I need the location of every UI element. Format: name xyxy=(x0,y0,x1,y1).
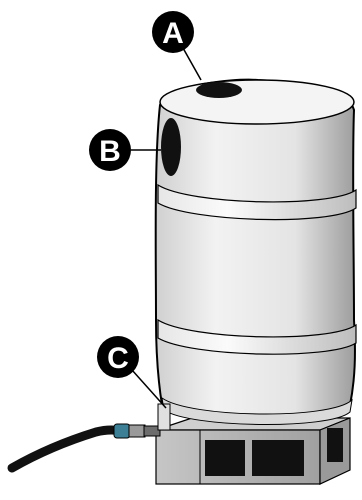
callout-b: B xyxy=(89,129,161,171)
spigot-with-hose xyxy=(7,403,171,473)
inlet-opening xyxy=(196,82,242,98)
callout-a-label: A xyxy=(162,17,184,50)
cinder-block-stand xyxy=(155,417,351,485)
callout-a: A xyxy=(152,11,202,81)
rain-barrel xyxy=(154,78,357,426)
callout-c-label: C xyxy=(107,342,129,375)
overflow-opening xyxy=(161,118,181,176)
callout-c: C xyxy=(97,336,167,409)
callout-b-label: B xyxy=(99,135,121,168)
